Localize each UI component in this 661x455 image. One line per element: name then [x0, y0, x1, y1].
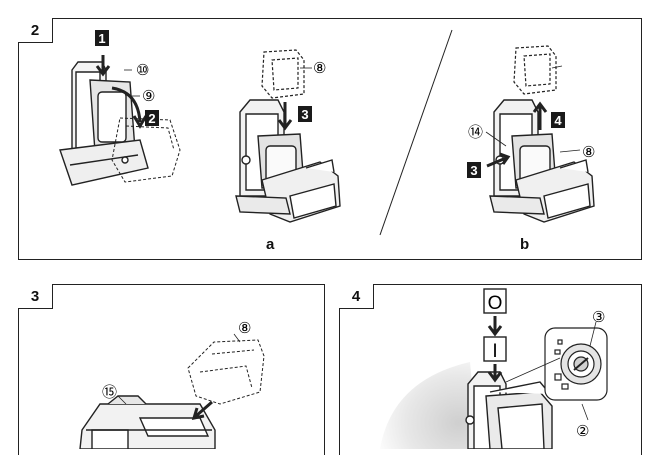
battery-dashed-outline-1 [111, 117, 181, 183]
figure-panel-3 [18, 284, 325, 455]
figure-panel-4 [339, 284, 642, 455]
step-box-3a: 3 [298, 106, 312, 122]
subfigure-label-a: a [266, 236, 275, 253]
panel-number-2: 2 [18, 18, 53, 43]
arrow-down-1 [95, 55, 111, 77]
callout-8a: ⑧ [313, 60, 326, 77]
panel-number-4: 4 [339, 284, 374, 309]
step-box-1: 1 [95, 30, 109, 46]
arrow-curve-2 [111, 86, 148, 129]
panel-divider-line [379, 29, 453, 236]
arrow-up-4 [532, 101, 548, 130]
callout-14: ⑭ [468, 124, 483, 141]
step-1-label: 1 [98, 31, 105, 46]
callout-10: ⑩ [136, 62, 149, 79]
battery-pack-8a [261, 49, 305, 99]
step-3b-label: 3 [470, 163, 477, 178]
step-box-3b: 3 [467, 162, 481, 178]
callout-9: ⑨ [142, 88, 155, 105]
arrow-down-3a [277, 102, 293, 131]
step-box-2: 2 [145, 110, 159, 126]
callout-8b: ⑧ [582, 144, 595, 161]
subfigure-label-b: b [520, 236, 530, 253]
battery-pack-8b [513, 45, 557, 95]
work-light-illustration-a [235, 99, 341, 223]
step-2-label: 2 [148, 111, 155, 126]
work-light-illustration-1 [59, 61, 149, 186]
work-light-illustration-b [489, 99, 595, 223]
step-3a-label: 3 [301, 107, 308, 122]
step-box-4: 4 [551, 112, 565, 128]
step-4-label: 4 [554, 113, 562, 128]
panel-number-3: 3 [18, 284, 53, 309]
arrow-right-3b [486, 152, 511, 168]
